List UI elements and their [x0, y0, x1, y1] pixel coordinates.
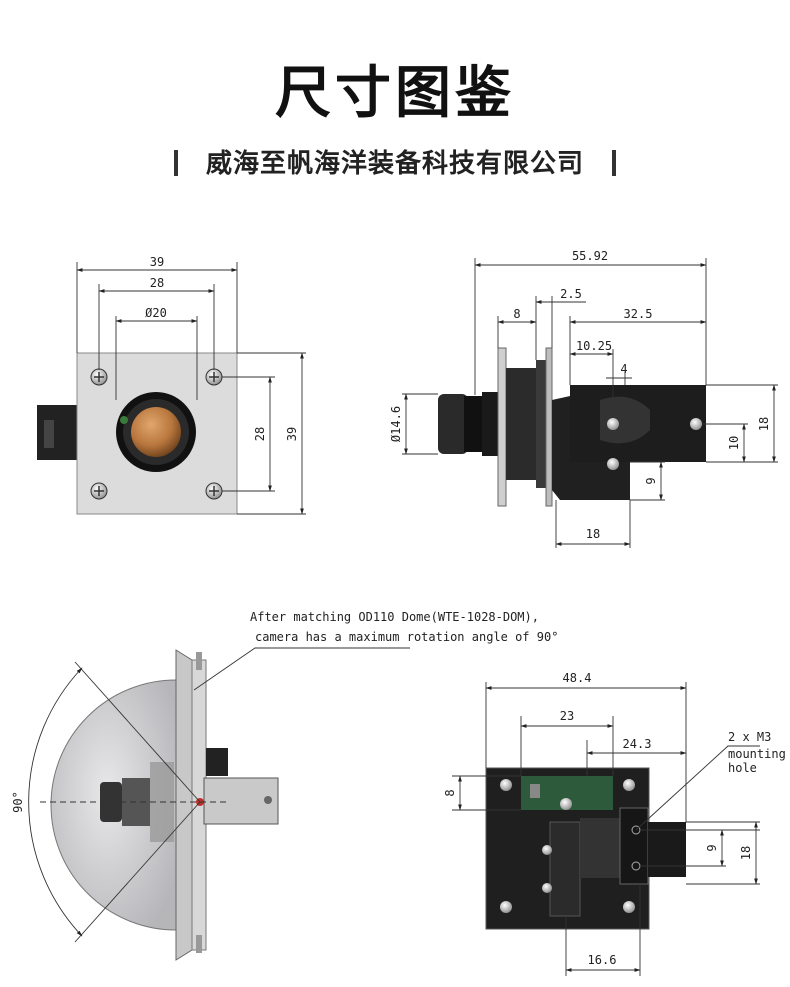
rear-mount-leader	[635, 745, 760, 831]
dim-rear-top-offset: 8	[443, 789, 457, 796]
dim-front-height: 39	[285, 427, 299, 441]
dim-side-bracket-length: 32.5	[624, 307, 653, 321]
dome-bracket	[203, 777, 279, 825]
dim-side-offset-a: 10.25	[576, 339, 612, 353]
dim-side-bracket-height: 18	[757, 417, 771, 431]
rear-connector	[648, 822, 686, 877]
side-view: 55.92 8 2.5 32.5 10.25 4 Ø14.6 18 10 9 1…	[389, 249, 778, 548]
front-lens	[131, 407, 181, 457]
right-divider-bar	[612, 150, 616, 176]
dim-side-offset-b: 4	[620, 362, 627, 376]
page-title: 尺寸图鉴	[275, 61, 515, 126]
dim-side-lens-diameter: Ø14.6	[389, 406, 403, 442]
front-screw-tl	[90, 368, 108, 386]
mount-note-line1: 2 x M3	[728, 730, 771, 744]
dim-side-flange-depth: 8	[513, 307, 520, 321]
dim-side-plate-thickness: 2.5	[560, 287, 582, 301]
mount-note-line2: mounting	[728, 747, 786, 761]
dim-rear-bracket-height: 18	[739, 846, 753, 860]
rear-view: 48.4 23 24.3 8 2 x M3 mounting hole 9 18…	[443, 671, 786, 976]
dome-note-line2: camera has a maximum rotation angle of 9…	[255, 630, 558, 644]
dim-rear-hole-spacing: 9	[705, 844, 719, 851]
company-name-banner: 威海至帆海洋装备科技有限公司	[0, 143, 790, 180]
dim-side-base-width: 18	[586, 527, 600, 541]
front-view: 39 28 Ø20 28 39	[37, 255, 306, 515]
rotation-arc	[28, 667, 83, 937]
dim-rear-right-offset: 24.3	[623, 737, 652, 751]
dome-angle-label: 90°	[11, 791, 25, 813]
dim-front-hole-spacing-h: 28	[150, 276, 164, 290]
company-name: 威海至帆海洋装备科技有限公司	[205, 149, 584, 179]
dome-leader-line	[193, 647, 410, 691]
dome-note-line1: After matching OD110 Dome(WTE-1028-DOM),	[250, 610, 539, 624]
dome-view: 90° After matching OD110 Dome(WTE-1028-D…	[11, 610, 558, 961]
front-screw-br	[205, 482, 223, 500]
front-screw-bl	[90, 482, 108, 500]
side-front-plate	[497, 347, 507, 507]
dim-rear-connector-width: 23	[560, 709, 574, 723]
dim-rear-total-width: 48.4	[563, 671, 592, 685]
side-lens	[438, 394, 468, 454]
dim-side-axis-height: 10	[727, 436, 741, 450]
front-screw-tr	[205, 368, 223, 386]
front-connector	[37, 405, 79, 460]
dim-front-hole-spacing-v: 28	[253, 427, 267, 441]
mount-note-line3: hole	[728, 761, 757, 775]
left-divider-bar	[173, 150, 178, 176]
dim-rear-bottom-width: 16.6	[588, 953, 617, 967]
dim-side-lower-offset: 9	[644, 477, 658, 484]
dim-front-lens-diameter: Ø20	[145, 306, 167, 320]
dim-front-width: 39	[150, 255, 164, 269]
side-rear-plate	[545, 347, 553, 507]
dome-flange	[175, 649, 193, 961]
dim-side-total-length: 55.92	[572, 249, 608, 263]
